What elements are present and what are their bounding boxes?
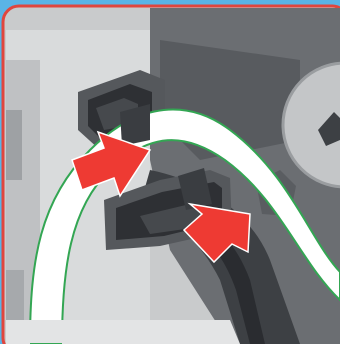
left-edge-piece — [6, 110, 22, 180]
left-edge-piece-lower — [6, 270, 24, 320]
floor-strip — [6, 320, 240, 344]
